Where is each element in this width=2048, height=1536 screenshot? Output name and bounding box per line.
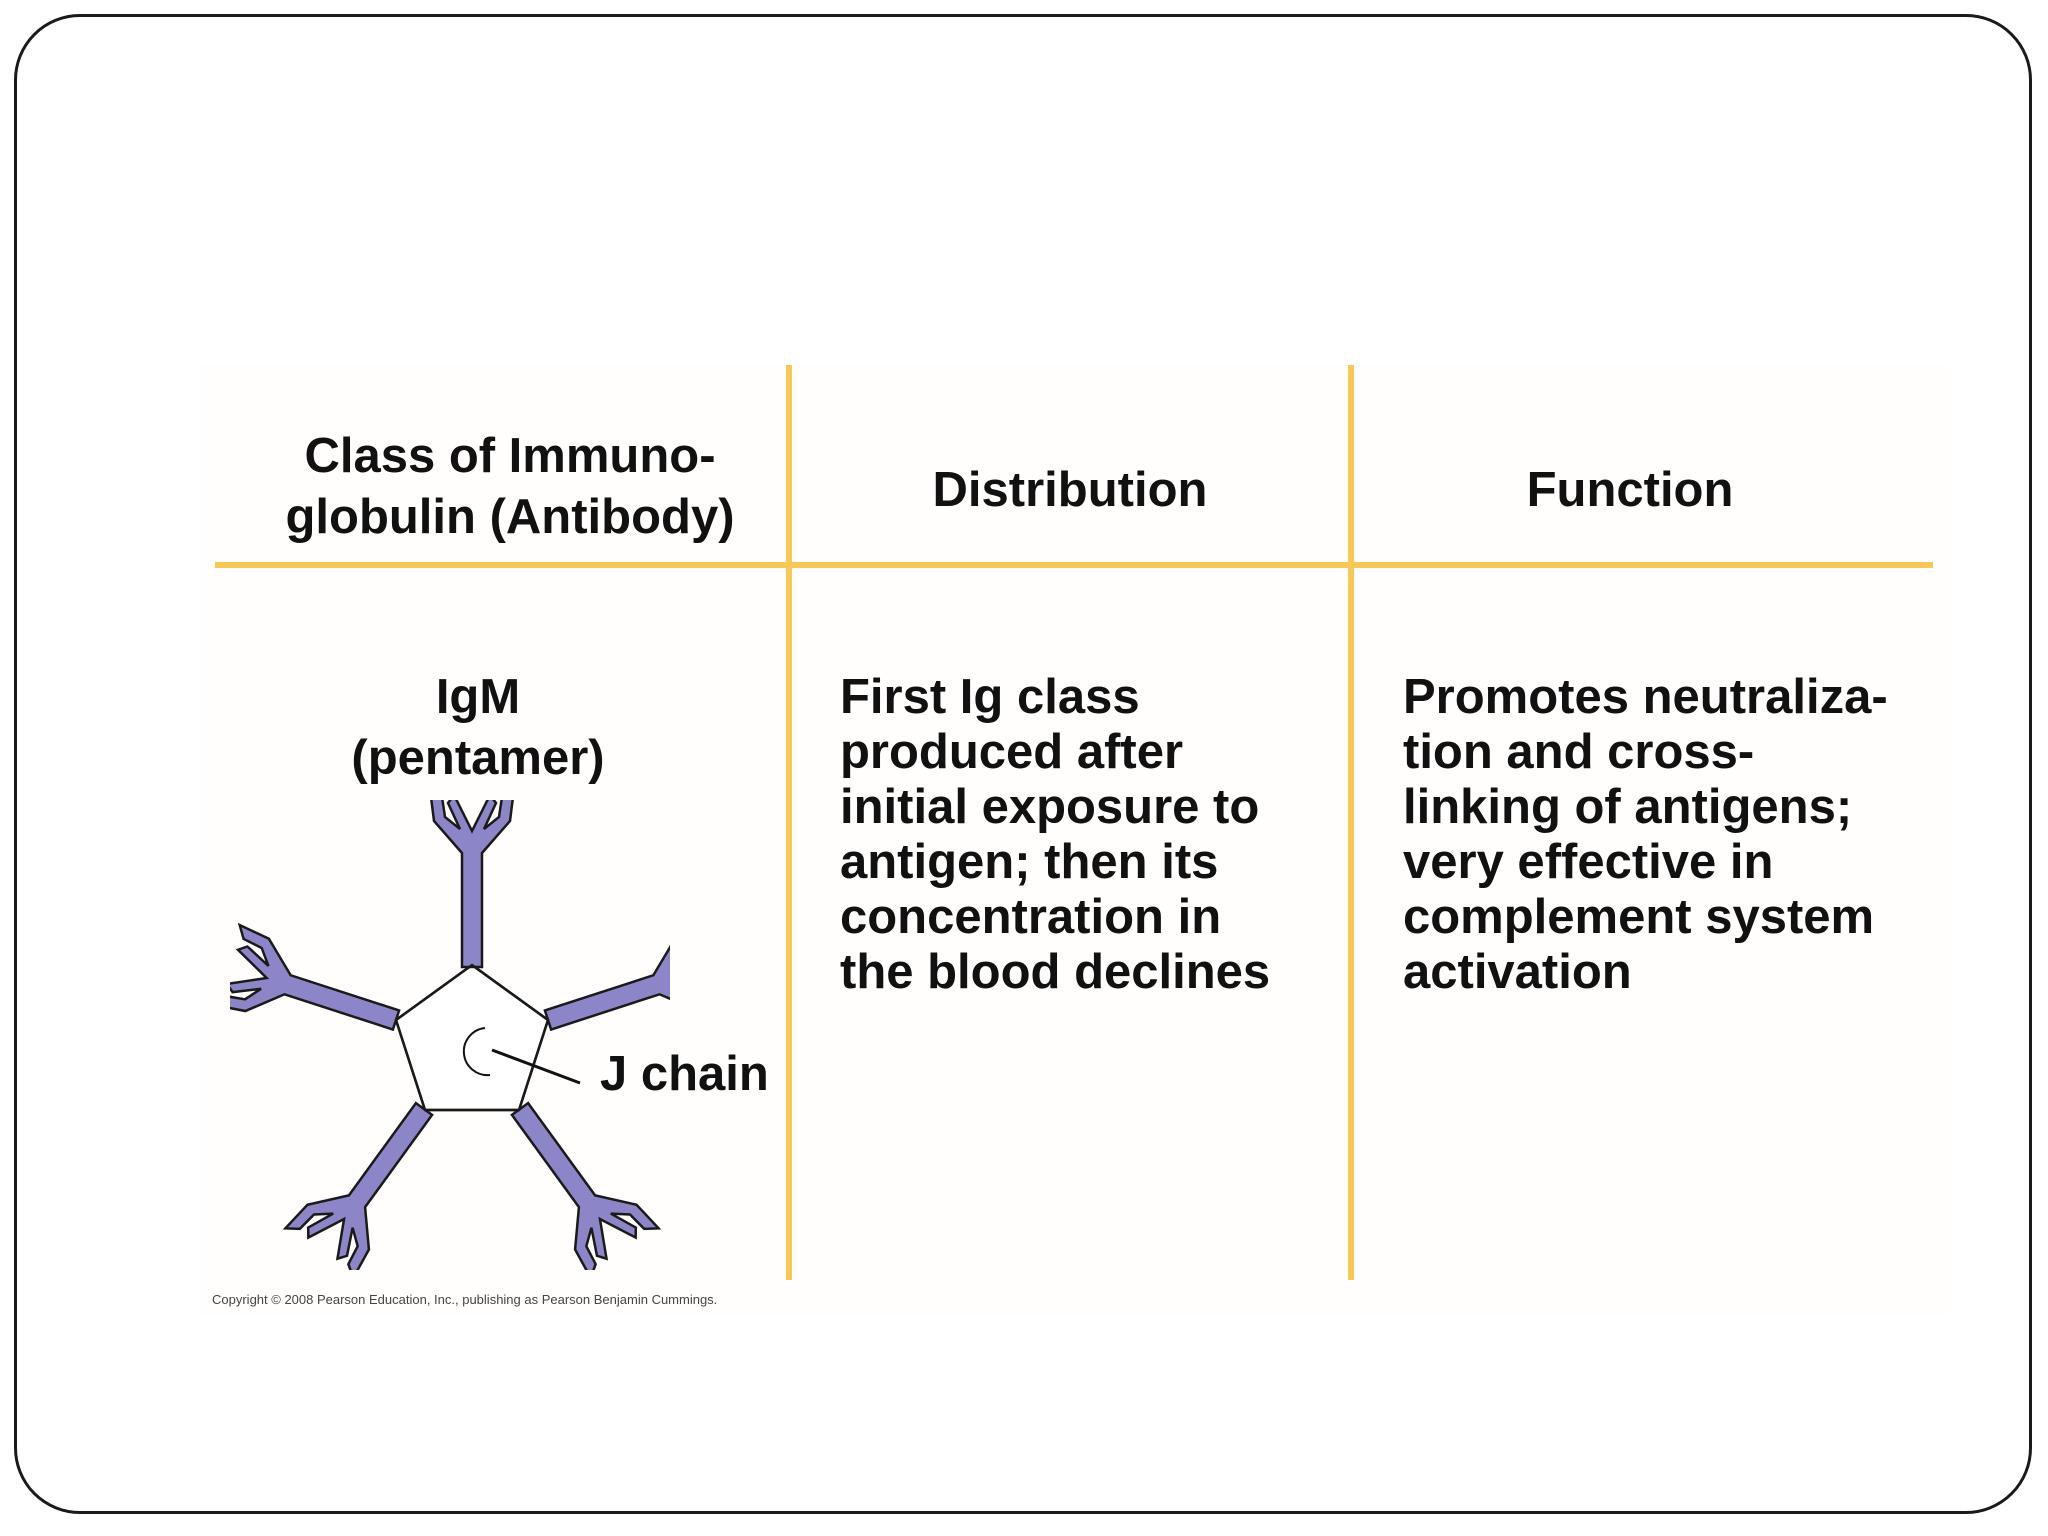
header-function: Function bbox=[1526, 463, 1734, 517]
antibody-monomer bbox=[428, 800, 516, 969]
copyright-notice: Copyright © 2008 Pearson Education, Inc.… bbox=[212, 1292, 718, 1307]
j-chain-icon bbox=[462, 1027, 491, 1077]
antibody-monomer bbox=[484, 1083, 660, 1270]
function-text: Promotes neutraliza- tion and cross- lin… bbox=[1403, 670, 1888, 999]
antibody-monomer bbox=[284, 1083, 460, 1270]
header-distribution: Distribution bbox=[932, 463, 1208, 517]
antibody-monomer bbox=[230, 923, 411, 1062]
distribution-text: First Ig class produced after initial ex… bbox=[840, 670, 1271, 999]
j-chain-pointer bbox=[491, 1048, 581, 1085]
j-chain-label: J chain bbox=[600, 1047, 769, 1101]
column-divider-1 bbox=[786, 365, 792, 1280]
antibody-monomer bbox=[533, 923, 670, 1062]
igm-pentamer-icon bbox=[230, 800, 670, 1270]
header-class: Class of Immuno- globulin (Antibody) bbox=[285, 429, 735, 544]
class-name-igm: IgM (pentamer) bbox=[351, 670, 605, 785]
header-divider bbox=[215, 562, 1933, 568]
column-divider-2 bbox=[1348, 365, 1354, 1280]
